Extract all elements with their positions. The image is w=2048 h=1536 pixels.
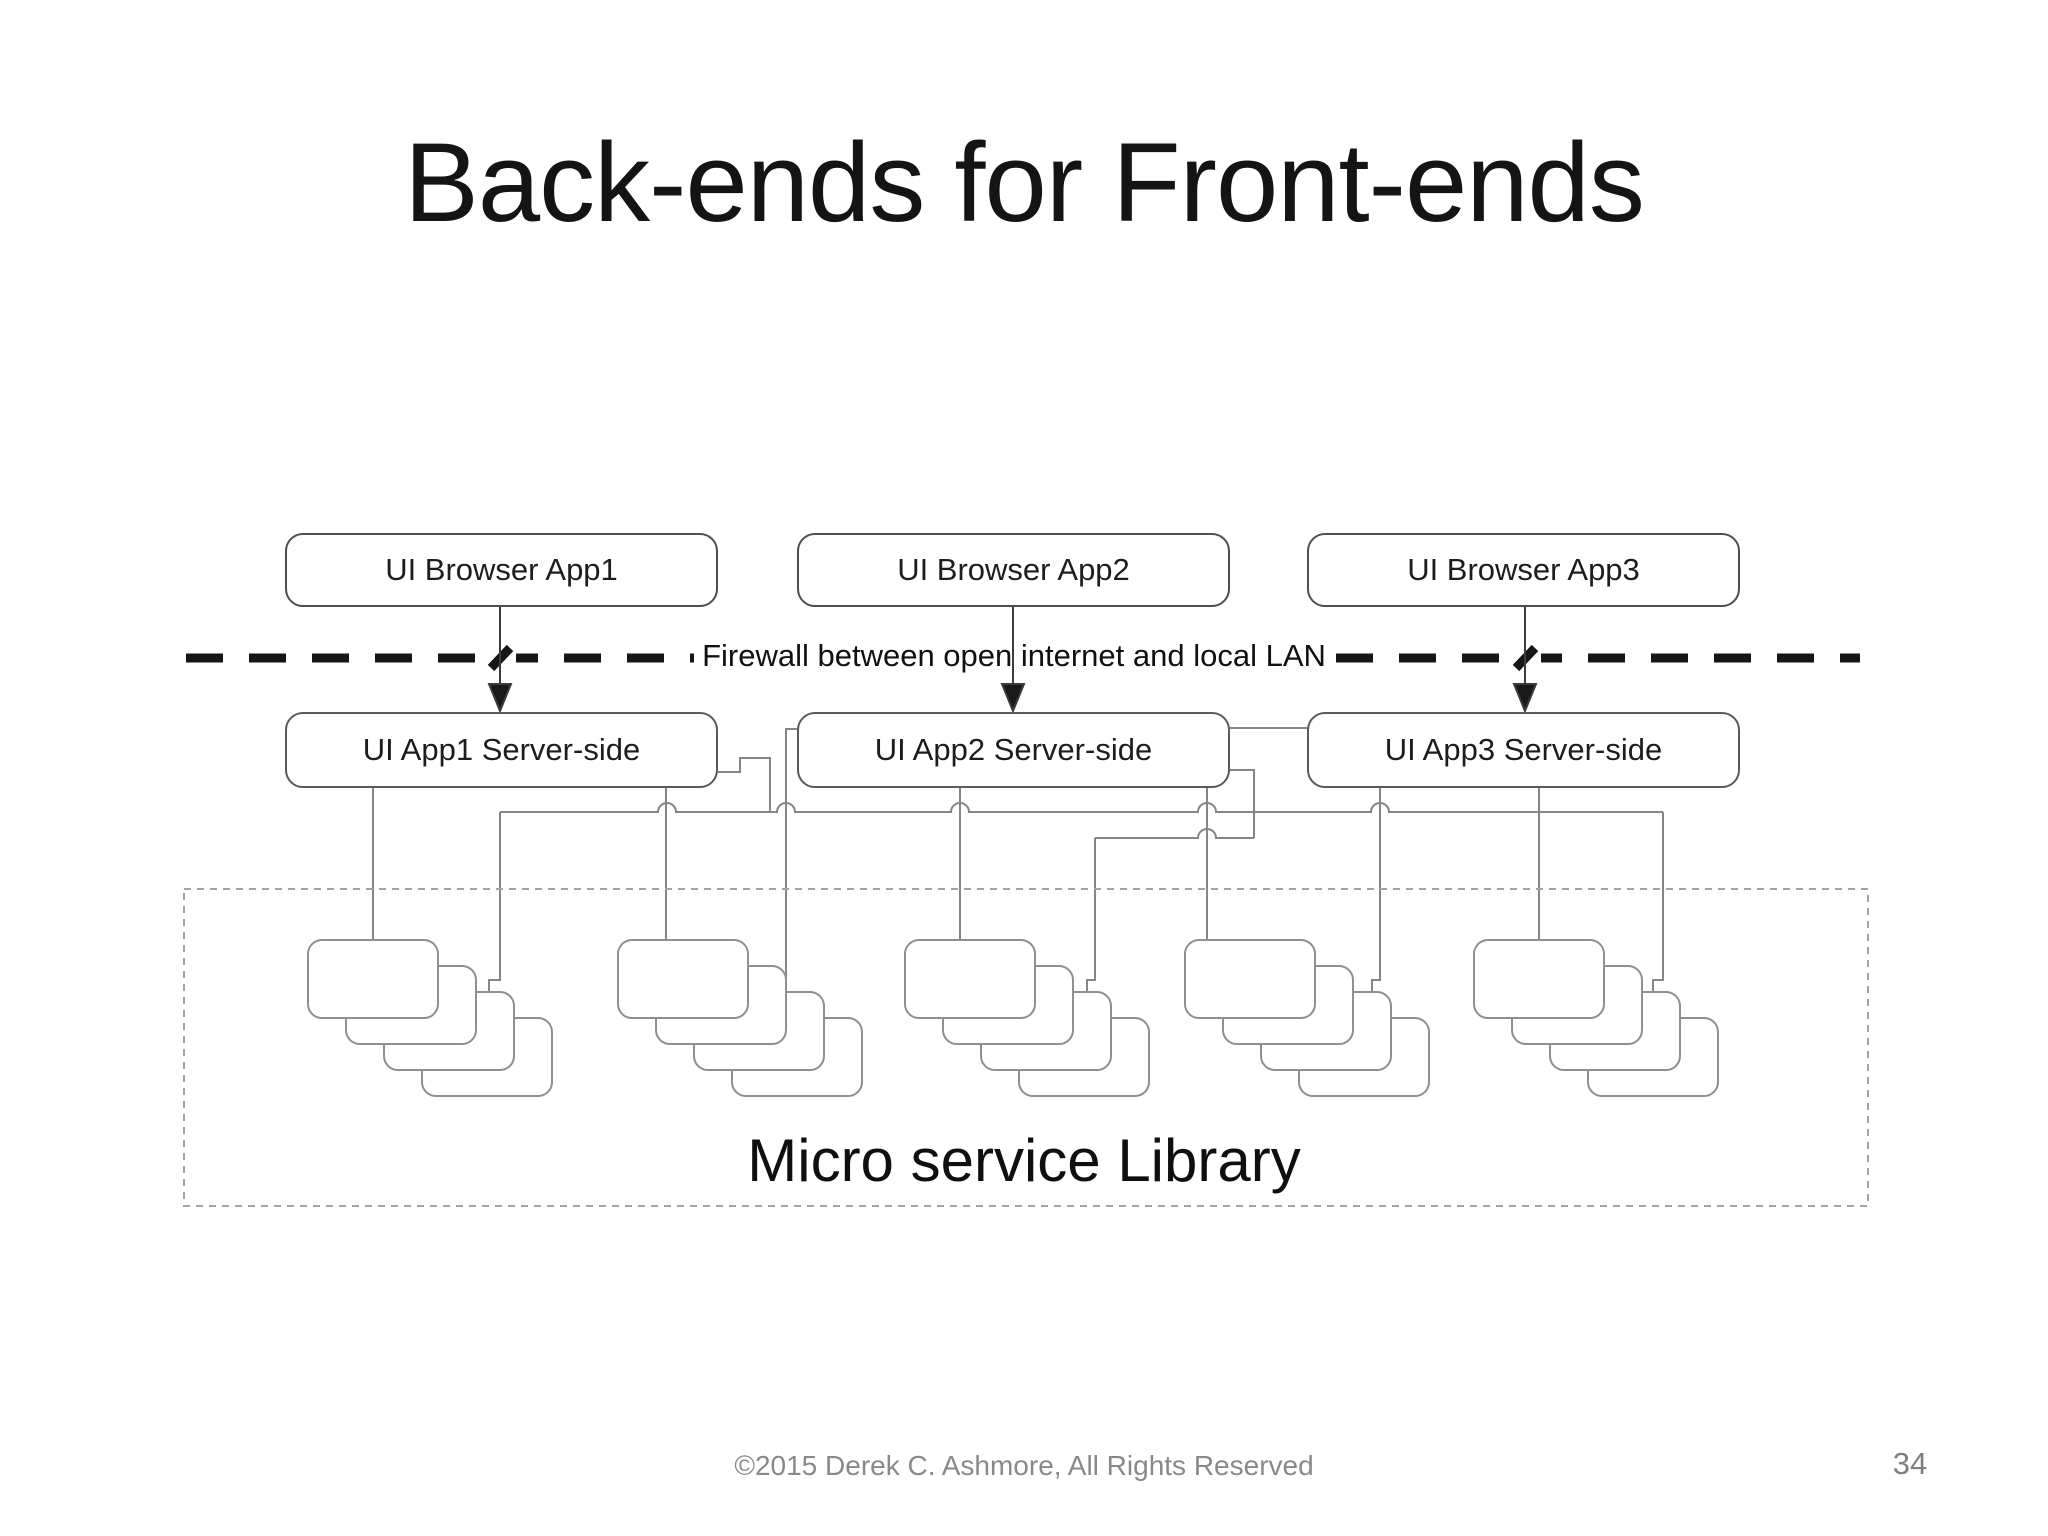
node-label: UI Browser App3 (1407, 552, 1640, 587)
connector (718, 757, 771, 812)
service-card (1184, 939, 1316, 1019)
connector (1652, 812, 1664, 992)
node-ui-browser-app2: UI Browser App2 (797, 533, 1230, 607)
connector-bus (1095, 828, 1254, 839)
service-stack-4 (1184, 939, 1430, 1097)
page-number: 34 (1892, 1446, 1928, 1481)
slide-title: Back-ends for Front-ends (404, 120, 1645, 245)
arrow-down-icon (1000, 683, 1026, 714)
node-label: UI Browser App1 (385, 552, 618, 587)
browser-to-server-arrows (487, 607, 1538, 714)
node-label: UI App1 Server-side (362, 732, 641, 767)
library-label: Micro service Library (747, 1127, 1301, 1194)
node-ui-app2-server-side: UI App2 Server-side (797, 712, 1230, 788)
service-card (1473, 939, 1605, 1019)
connector (776, 728, 797, 992)
service-card (617, 939, 749, 1019)
node-label: UI App3 Server-side (1384, 732, 1663, 767)
copyright-footer: ©2015 Derek C. Ashmore, All Rights Reser… (734, 1450, 1314, 1481)
service-stack-1 (307, 939, 553, 1097)
connector (1230, 769, 1255, 838)
service-stacks (307, 939, 1719, 1097)
firewall-label: Firewall between open internet and local… (702, 638, 1326, 673)
node-ui-browser-app1: UI Browser App1 (285, 533, 718, 607)
node-label: UI Browser App2 (897, 552, 1130, 587)
arrow-down-icon (487, 683, 513, 714)
service-stack-2 (617, 939, 863, 1097)
service-stack-3 (904, 939, 1150, 1097)
connector-bus (500, 802, 1663, 813)
connector (488, 812, 501, 992)
service-stack-5 (1473, 939, 1719, 1097)
node-ui-app3-server-side: UI App3 Server-side (1307, 712, 1740, 788)
node-ui-app1-server-side: UI App1 Server-side (285, 712, 718, 788)
node-ui-browser-app3: UI Browser App3 (1307, 533, 1740, 607)
connector (1086, 838, 1096, 992)
connector (1371, 788, 1381, 992)
arrow-down-icon (1512, 683, 1538, 714)
service-card (307, 939, 439, 1019)
node-label: UI App2 Server-side (874, 732, 1153, 767)
service-card (904, 939, 1036, 1019)
